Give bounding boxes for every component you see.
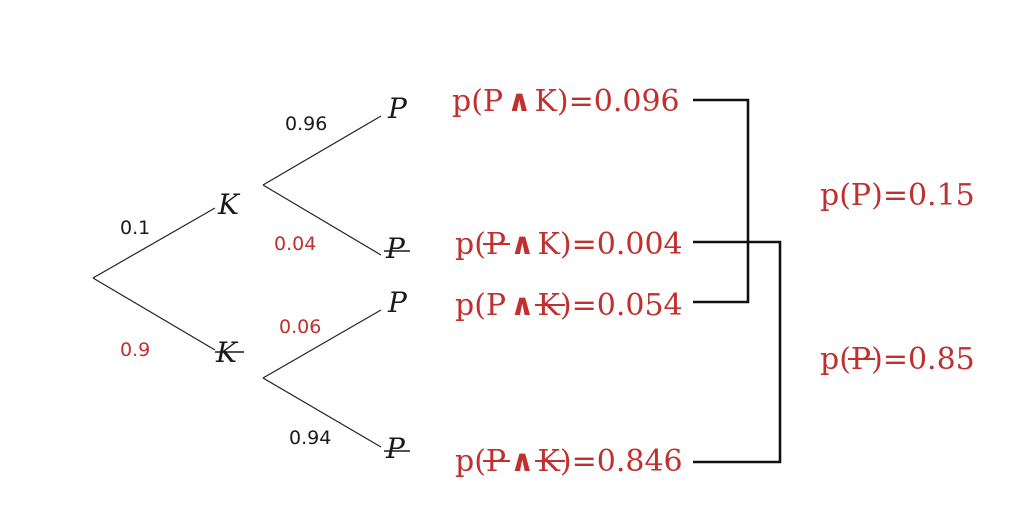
marginal-not-p: p(P)=0.85 <box>820 342 975 377</box>
leaf-p-1: P <box>387 92 408 125</box>
marginal-probabilities: p(P)=0.15 p(P)=0.85 <box>820 178 975 377</box>
joint-not-p-and-not-k: p(P∧K)=0.846 <box>455 444 683 479</box>
edge-probabilities: 0.1 0.9 0.96 0.04 0.06 0.94 <box>120 113 331 449</box>
joint-p-and-not-k: p(P∧K)=0.054 <box>455 288 683 323</box>
joint-1-event-p: P <box>483 84 503 119</box>
edge-k-to-p <box>262 115 382 186</box>
leaf-not-p-1: P <box>385 232 406 265</box>
prob-k-to-not-p: 0.04 <box>274 233 316 255</box>
prob-not-k-to-p: 0.06 <box>279 316 321 338</box>
prob-root-to-k: 0.1 <box>120 217 150 239</box>
tree-nodes: K K P P P P <box>215 92 410 465</box>
edge-root-to-not-k <box>92 277 216 351</box>
prob-k-to-p: 0.96 <box>285 113 327 135</box>
leaf-not-p-2: P <box>385 432 406 465</box>
joint-p-and-k: p(P∧K)=0.096 <box>452 84 680 119</box>
joint-not-p-and-k: p(P∧K)=0.004 <box>455 227 683 262</box>
joint-3-event-p: P <box>486 288 506 323</box>
leaf-p-2: P <box>387 286 408 319</box>
prob-not-k-to-not-p: 0.94 <box>289 427 331 449</box>
joint-2-event-k: K <box>537 227 560 262</box>
summation-brackets <box>693 98 782 464</box>
bracket-p <box>693 98 750 304</box>
marginal-p: p(P)=0.15 <box>820 178 975 213</box>
edge-not-k-to-p <box>262 309 382 379</box>
edge-not-k-to-not-p <box>262 377 382 448</box>
node-k: K <box>217 188 241 221</box>
tree-edges <box>92 115 382 448</box>
bracket-not-p <box>693 240 782 464</box>
edge-root-to-k <box>92 207 216 279</box>
prob-root-to-not-k: 0.9 <box>120 339 150 361</box>
edge-k-to-not-p <box>262 184 382 256</box>
joint-1-event-k: K <box>534 84 557 119</box>
joint-probabilities: p(P∧K)=0.096 p(P∧K)=0.004 p(P∧K)=0.054 p… <box>452 84 683 479</box>
